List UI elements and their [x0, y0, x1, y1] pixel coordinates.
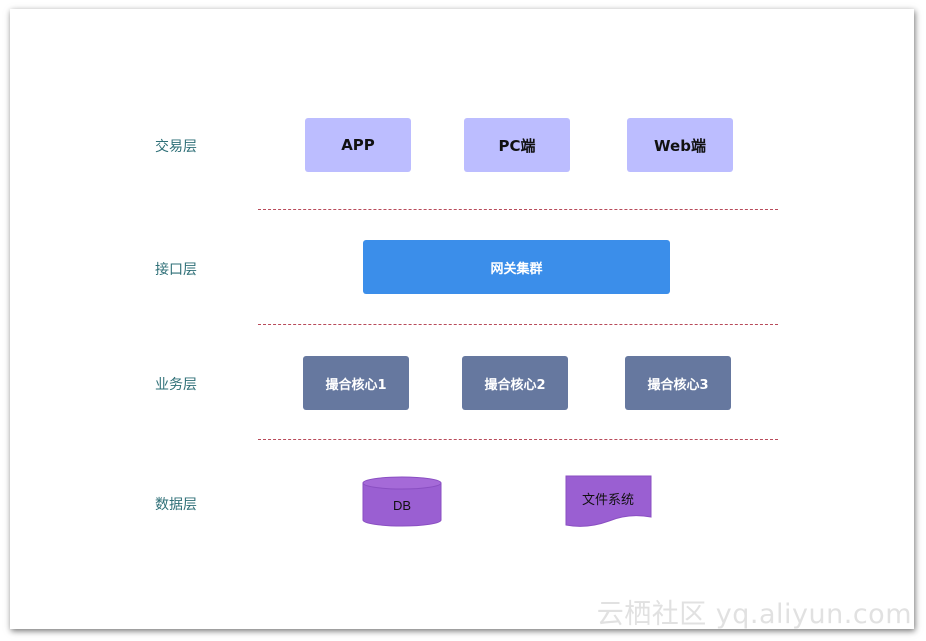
matching-core-box-2: 撮合核心2	[462, 356, 568, 410]
layer-divider	[258, 209, 778, 210]
layer-label-transaction: 交易层	[155, 139, 197, 155]
layer-label-data: 数据层	[155, 497, 197, 513]
watermark: 云栖社区 yq.aliyun.com	[596, 599, 912, 630]
file-system-document: 文件系统	[565, 475, 652, 527]
layer-label-business: 业务层	[155, 377, 197, 393]
client-box-app: APP	[305, 118, 411, 172]
client-box-web: Web端	[627, 118, 733, 172]
matching-core-box-3: 撮合核心3	[625, 356, 731, 410]
gateway-cluster-box: 网关集群	[363, 240, 670, 294]
layer-label-interface: 接口层	[155, 262, 197, 278]
database-cylinder: DB	[362, 476, 442, 527]
layer-divider	[258, 439, 778, 440]
diagram-frame	[10, 9, 914, 629]
client-box-pc: PC端	[464, 118, 570, 172]
layer-divider	[258, 324, 778, 325]
file-system-label: 文件系统	[582, 493, 634, 508]
database-label: DB	[393, 498, 411, 513]
matching-core-box-1: 撮合核心1	[303, 356, 409, 410]
